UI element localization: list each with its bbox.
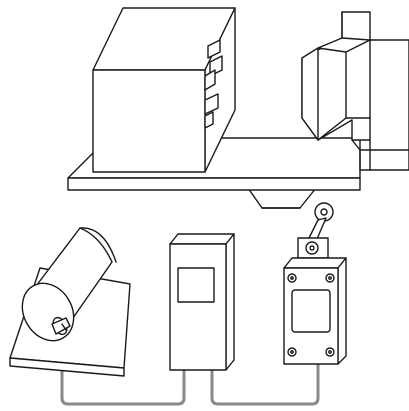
controller-display: [178, 268, 214, 302]
controller: [170, 234, 234, 370]
limit-switch: [284, 203, 346, 364]
workpiece-block: [93, 8, 235, 172]
motor: [10, 228, 130, 376]
